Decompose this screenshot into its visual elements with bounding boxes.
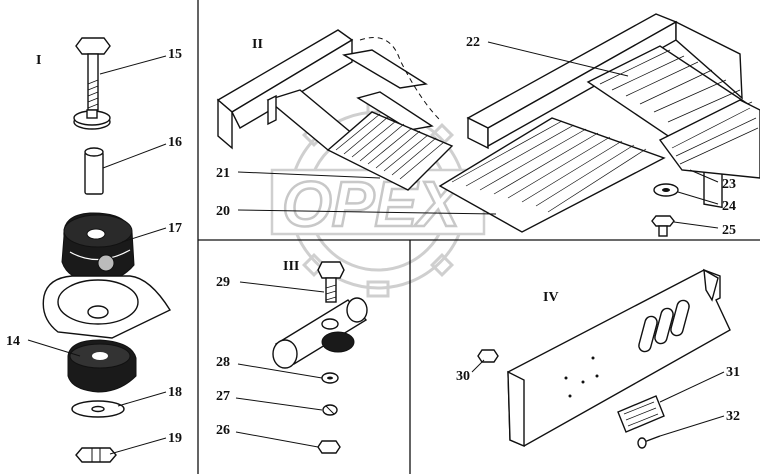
part-16-bushing — [84, 147, 104, 195]
label-28: 28 — [216, 355, 230, 370]
section-2-label: II — [252, 37, 263, 52]
label-25: 25 — [722, 223, 736, 238]
label-20: 20 — [216, 204, 230, 219]
label-31: 31 — [726, 365, 740, 380]
part-31-plate — [617, 395, 665, 433]
part-bracket-plate — [42, 275, 172, 339]
label-29: 29 — [216, 275, 230, 290]
watermark-text: OPEX — [282, 168, 463, 240]
section-4-label: IV — [543, 290, 559, 305]
label-26: 26 — [216, 423, 230, 438]
label-30: 30 — [456, 369, 470, 384]
section-3-label: III — [283, 259, 299, 274]
part-22-frame-right — [466, 13, 743, 209]
part-23-mat-under — [586, 45, 760, 179]
label-16: 16 — [168, 135, 182, 150]
label-24: 24 — [722, 199, 736, 214]
part-bracket-iv — [507, 268, 731, 448]
label-23: 23 — [722, 177, 736, 192]
part-15-bolt — [73, 37, 111, 130]
label-27: 27 — [216, 389, 230, 404]
part-14-lower-cushion — [67, 339, 137, 393]
panel-borders — [197, 0, 760, 474]
part-25-screw — [651, 215, 675, 237]
part-29-bolt — [317, 261, 345, 303]
part-20-mat-right — [438, 117, 666, 233]
part-28-washer — [321, 372, 339, 384]
part-30-nut — [477, 349, 499, 363]
label-22: 22 — [466, 35, 480, 50]
part-21-mat-left — [326, 111, 454, 191]
part-18-washer — [71, 400, 125, 418]
leader-lines — [27, 41, 725, 455]
part-32-screw — [637, 435, 661, 449]
label-19: 19 — [168, 431, 182, 446]
label-14: 14 — [6, 334, 20, 349]
label-21: 21 — [216, 166, 230, 181]
part-26-nut — [317, 440, 341, 454]
section-1-label: I — [36, 53, 41, 68]
label-17: 17 — [168, 221, 182, 236]
part-frame-left — [216, 29, 434, 151]
label-15: 15 — [168, 47, 182, 62]
part-tube-bracket — [272, 297, 368, 369]
part-27-spring-washer — [322, 404, 338, 416]
part-19-nut — [75, 447, 117, 463]
part-17-rubber-cushion — [61, 212, 135, 283]
label-32: 32 — [726, 409, 740, 424]
label-18: 18 — [168, 385, 182, 400]
part-24-washer — [653, 183, 679, 197]
